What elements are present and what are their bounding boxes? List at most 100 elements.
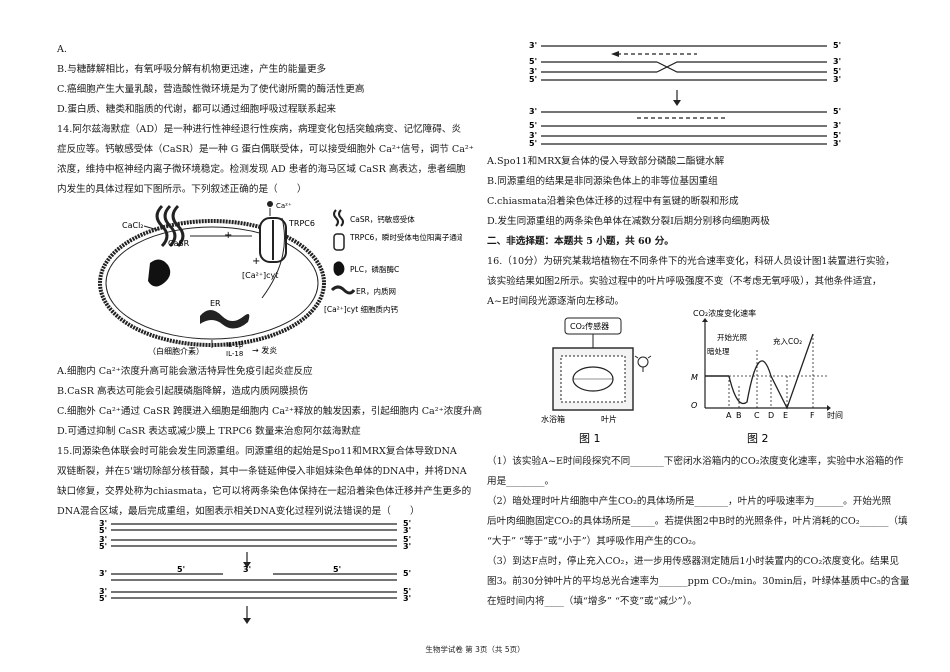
fig2-xlabel: 时间 — [827, 410, 843, 420]
label-5prime: 5' — [833, 107, 841, 116]
label-5prime: 5' — [403, 519, 411, 528]
q14-option-d: D.可通过抑制 CaSR 表达或减少膜上 TRPC6 数量来治愈阿尔兹海默症 — [57, 426, 361, 437]
q16-stem-line: 16.（10分）为研究某栽培植物在不同条件下的光合速率变化，科研人员设计图1装置… — [487, 256, 895, 267]
interleukin-label: （白细胞介素） — [148, 346, 204, 356]
trpc6-label: TRPC6 — [288, 219, 315, 228]
q15-stem-line: DNA混合区域，最后完成重组，如图表示相关DNA变化过程列说法错误的是（ ） — [57, 506, 420, 517]
figure-legend: CaSR，钙敏感受体 TRPC6，瞬时受体电位阳离子通道6 PLC，磷脂酶C E… — [324, 209, 462, 314]
tick-c: C — [754, 411, 760, 420]
origin-label: O — [691, 401, 697, 410]
label-3prime: 3' — [529, 67, 537, 76]
label-5prime: 5' — [99, 594, 107, 603]
label-3prime: 3' — [99, 519, 107, 528]
q15-option-a: A.Spo11和MRX复合体的侵入导致部分磷酸二酯键水解 — [487, 156, 725, 167]
m-label: M — [691, 373, 698, 382]
label-3prime: 3' — [833, 57, 841, 66]
q14-figure: CaCl₂ CaSR TRPC6 Ca²⁺ + ER [Ca²⁺]cyt + （… — [98, 201, 462, 358]
cacl2-label: CaCl₂ — [122, 221, 144, 230]
label-5prime: 5' — [529, 57, 537, 66]
q16-sub-line: 用是________。 — [487, 476, 555, 487]
label-5prime: 5' — [529, 75, 537, 84]
q13-option-a: A. — [57, 44, 67, 55]
q15-dna-figure-left: 3' 5' 3' 5' 5' 3' 5' 3' 3' 5' 3' 5' 5' 3… — [99, 519, 411, 624]
dark-treatment-label: 暗处理 — [707, 346, 730, 356]
leaf-label: 叶片 — [601, 414, 617, 424]
q14-stem-line: 症反应等。钙敏感受体（CaSR）是一种 G 蛋白偶联受体，可以接受细胞外 Ca²… — [57, 144, 474, 155]
label-5prime: 5' — [99, 526, 107, 535]
er-label: ER — [210, 299, 221, 308]
er-icon — [200, 310, 250, 329]
label-3prime: 3' — [403, 542, 411, 551]
page-footer: 生物学试卷 第 3页（共 5页） — [425, 645, 525, 654]
label-5prime: 5' — [529, 139, 537, 148]
tick-e: E — [783, 411, 788, 420]
plc-icon — [148, 259, 171, 287]
q14-option-b: B.CaSR 高表达可能会引起膜磷脂降解，造成内质网膜损伤 — [57, 386, 309, 397]
label-3prime: 3' — [529, 107, 537, 116]
inflammation-label: → 发炎 — [252, 345, 277, 355]
legend-er: ER，内质网 — [356, 286, 396, 296]
co2-rate-curve — [728, 333, 814, 410]
label-3prime: 3' — [99, 569, 107, 578]
label-3prime: 3' — [99, 587, 107, 596]
il1b-label: IL-1β — [226, 341, 243, 349]
label-5prime: 5' — [177, 565, 185, 574]
ca-ion-label: Ca²⁺ — [276, 202, 292, 210]
label-3prime: 3' — [403, 594, 411, 603]
q15-option-d: D.发生同源重组的两条染色单体在减数分裂I后期分别移向细胞两极 — [487, 216, 770, 227]
q13-option-b: B.与糖酵解相比，有氧呼吸分解有机物更迅速，产生的能量更多 — [57, 64, 327, 75]
figure-2-caption: 图 2 — [747, 432, 769, 445]
q14-option-c: C.细胞外 Ca²⁺通过 CaSR 跨膜进入细胞是细胞内 Ca²⁺释放的触发因素… — [57, 406, 483, 417]
q15-stem-line: 双链断裂，并在5'端切除部分核苷酸，其中一条链延伸侵入非姐妹染色单体的DNA中，… — [57, 466, 467, 477]
tick-f: F — [810, 411, 815, 420]
ca-cyt-label: [Ca²⁺]cyt — [242, 271, 278, 280]
section-heading: 二、非选择题：本题共 5 小题，共 60 分。 — [487, 236, 674, 247]
q16-sub-line: 图3。前30分钟叶片的平均总光合速率为______ppm CO₂/min。30m… — [487, 576, 910, 587]
q16-figure-1: CO₂传感器 水浴箱 叶片 图 1 — [541, 317, 652, 445]
q13-option-d: D.蛋白质、糖类和脂质的代谢，都可以通过细胞呼吸过程联系起来 — [57, 104, 337, 115]
q14-stem-line: 14.阿尔兹海默症（AD）是一种进行性神经退行性疾病，病理变化包括突触病变、记忆… — [57, 124, 462, 135]
label-5prime: 5' — [403, 587, 411, 596]
label-5prime: 5' — [403, 569, 411, 578]
label-5prime: 5' — [833, 67, 841, 76]
label-3prime: 3' — [833, 75, 841, 84]
q16-sub-line: 后叶肉细胞固定CO₂的具体场所是_____。若提供图2中B时的光照条件，叶片消耗… — [487, 516, 908, 527]
figure-1-caption: 图 1 — [579, 432, 601, 445]
legend-ca-cyt: [Ca²⁺]cyt 细胞质内钙 — [324, 304, 399, 314]
q15-option-c: C.chiasmata沿着染色体迁移的过程中有氢键的断裂和形成 — [487, 196, 739, 207]
legend-casr: CaSR，钙敏感受体 — [350, 214, 415, 224]
label-5prime: 5' — [529, 121, 537, 130]
q14-stem-line: 内发生的具体过程如下图所示。下列叙述正确的是（ ） — [57, 184, 307, 195]
cell-membrane — [98, 219, 326, 347]
q15-option-b: B.同源重组的结果是非同源染色体上的非等位基因重组 — [487, 176, 718, 187]
fig2-ylabel: CO₂浓度变化速率 — [693, 308, 756, 318]
label-5prime: 5' — [403, 535, 411, 544]
co2-added-label: 充入CO₂ — [773, 336, 802, 346]
tick-b: B — [736, 411, 742, 420]
q15-stem-line: 15.同源染色体联会时可能会发生同源重组。同源重组的起始是Spo11和MRX复合… — [57, 446, 457, 457]
tick-a: A — [726, 411, 732, 420]
legend-plc: PLC，磷脂酶C — [350, 264, 399, 274]
label-5prime: 5' — [833, 131, 841, 140]
casr-icon — [155, 204, 185, 248]
q15-stem-line: 缺口修复，交界处称为chiasmata，它可以将两条染色体保持在一起沿着染色体迁… — [57, 486, 472, 497]
label-3prime: 3' — [833, 139, 841, 148]
lamp-icon — [634, 355, 652, 372]
light-on-label: 开始光照 — [717, 332, 747, 342]
co2-sensor-label: CO₂传感器 — [570, 321, 609, 331]
label-3prime: 3' — [529, 131, 537, 140]
q16-sub-line: （2）暗处理时叶片细胞中产生CO₂的具体场所是_______，叶片的呼吸速率为_… — [487, 496, 892, 507]
label-3prime: 3' — [243, 565, 251, 574]
q16-stem-line: 该实验结果如图2所示。实验过程中的叶片呼吸强度不变（不考虑无氧呼吸），其他条件适… — [487, 276, 882, 287]
q13-option-c: C.癌细胞产生大量乳酸，营造酸性微环境是为了使代谢所需的酶活性更高 — [57, 84, 365, 95]
label-3prime: 3' — [833, 121, 841, 130]
plus-sign: + — [252, 256, 260, 267]
label-5prime: 5' — [333, 565, 341, 574]
q14-stem-line: 浓度，维持中枢神经内离子微环境稳定。检测发现 AD 患者的海马区域 CaSR 高… — [57, 164, 466, 175]
q15-dna-figure-right: 3' 5' 5' 3' 3' 5' 5' 3' 3' 5' 5' 3' 3' 5… — [529, 41, 841, 148]
casr-label: CaSR — [168, 239, 190, 248]
legend-trpc6: TRPC6，瞬时受体电位阳离子通道6 — [349, 232, 462, 242]
q16-figure-2: CO₂浓度变化速率 M O 暗处理 开始光照 充入CO₂ A B C D E F… — [691, 308, 843, 445]
label-3prime: 3' — [99, 535, 107, 544]
il18-label: IL-18 — [226, 350, 243, 358]
